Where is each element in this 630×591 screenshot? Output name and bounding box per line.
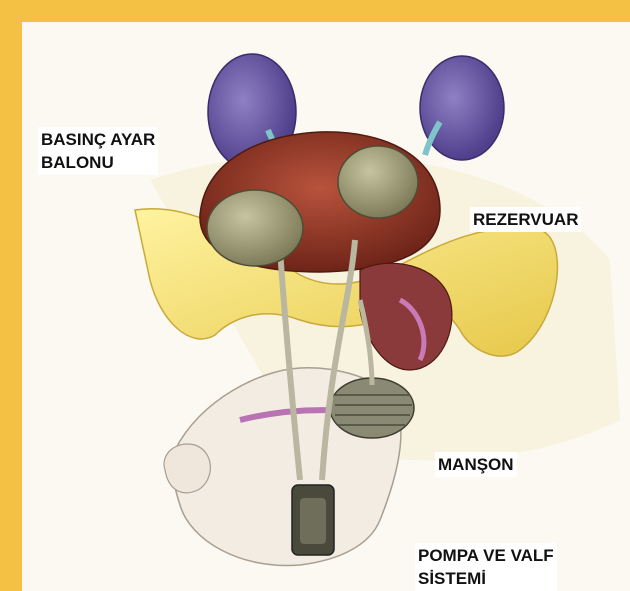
pump-inner bbox=[300, 498, 326, 544]
pressure-balloon-label: BASINÇ AYAR BALONU bbox=[38, 127, 158, 175]
cuff-label: MANŞON bbox=[435, 452, 517, 477]
right-kidney bbox=[420, 56, 504, 160]
reservoir-label: REZERVUAR bbox=[470, 207, 581, 232]
cuff-device bbox=[330, 378, 414, 438]
anatomy-illustration bbox=[22, 22, 630, 591]
pump-label: POMPA VE VALF SİSTEMİ bbox=[415, 543, 557, 591]
reservoir-balloon bbox=[338, 146, 418, 218]
illustration-canvas bbox=[22, 22, 630, 591]
pressure-balloon bbox=[207, 190, 303, 266]
glans bbox=[164, 444, 210, 493]
